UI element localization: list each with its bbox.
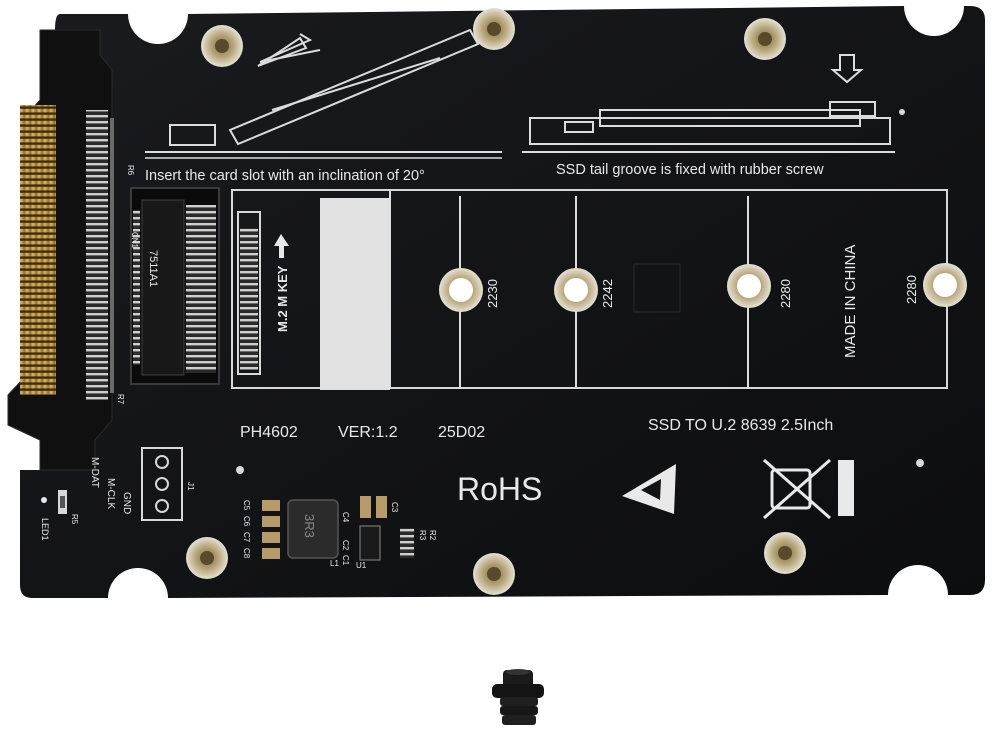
mounting-hole bbox=[764, 532, 806, 574]
cn1-label: CN1 bbox=[130, 232, 139, 249]
mounting-hole bbox=[201, 25, 243, 67]
screw-note: SSD tail groove is fixed with rubber scr… bbox=[556, 162, 824, 178]
mounting-hole bbox=[744, 18, 786, 60]
inductor bbox=[287, 499, 339, 559]
r3-label: R3 bbox=[418, 530, 427, 541]
slot-code: 7511A1 bbox=[147, 250, 159, 287]
c4-label: C4 bbox=[341, 512, 350, 523]
size-label-2230: 2230 bbox=[485, 279, 500, 308]
led bbox=[58, 490, 67, 514]
small-capacitors bbox=[359, 496, 414, 561]
install-diagram bbox=[145, 28, 502, 159]
mounting-hole bbox=[473, 8, 515, 50]
standoff-22110 bbox=[923, 263, 967, 307]
c5-label: C5 bbox=[242, 500, 251, 511]
r5-label: R5 bbox=[70, 514, 79, 525]
c2-label: C2 bbox=[341, 540, 350, 551]
r2-label: R2 bbox=[428, 530, 437, 541]
c7-label: C7 bbox=[242, 532, 251, 543]
version-label: VER:1.2 bbox=[338, 424, 398, 441]
r7-label: R7 bbox=[116, 394, 125, 405]
rohs-logo: RoHS bbox=[457, 471, 542, 507]
mounting-hole bbox=[473, 553, 515, 595]
standoff-2242 bbox=[554, 268, 598, 312]
date-code-label: 25D02 bbox=[438, 424, 485, 441]
c8-label: C8 bbox=[242, 548, 251, 559]
mounting-hole bbox=[186, 537, 228, 579]
standoff-2280 bbox=[727, 264, 771, 308]
led-label: LED1 bbox=[40, 518, 50, 541]
l1-label: L1 bbox=[330, 559, 339, 568]
pcb-board bbox=[20, 6, 985, 598]
jumper-label: J1 bbox=[186, 482, 195, 491]
esd-icon bbox=[622, 464, 676, 514]
size-label-2242: 2242 bbox=[600, 279, 615, 308]
m2-key-graphic bbox=[237, 211, 289, 375]
install-note: Insert the card slot with an inclination… bbox=[145, 168, 425, 184]
m2-key-label: M.2 M KEY bbox=[275, 265, 290, 332]
inductor-code: 3R3 bbox=[302, 514, 317, 538]
size-label-2280b: 2280 bbox=[904, 275, 919, 304]
pin-mdat-label: M-DAT bbox=[89, 457, 100, 488]
rubber-screw bbox=[492, 669, 544, 725]
model-label: PH4602 bbox=[240, 424, 298, 441]
c1-label: C1 bbox=[341, 555, 350, 566]
size-label-2280: 2280 bbox=[778, 279, 793, 308]
m2-slot bbox=[130, 187, 220, 385]
u1-label: U1 bbox=[356, 561, 367, 570]
capacitor-bank bbox=[262, 500, 280, 559]
origin-label: MADE IN CHINA bbox=[842, 245, 859, 358]
jumper-header bbox=[141, 447, 183, 521]
r6-label: R6 bbox=[126, 165, 135, 176]
product-label: SSD TO U.2 8639 2.5Inch bbox=[648, 417, 833, 434]
pin-mclk-label: M-CLK bbox=[105, 478, 116, 509]
screw-diagram bbox=[522, 54, 895, 153]
standoff-2230 bbox=[439, 268, 483, 312]
c3-label: C3 bbox=[390, 502, 399, 513]
c6-label: C6 bbox=[242, 516, 251, 527]
weee-bin-icon bbox=[763, 458, 854, 520]
pin-gnd-label: GND bbox=[121, 492, 132, 514]
u2-connector bbox=[7, 29, 114, 471]
thermal-pad bbox=[320, 198, 390, 390]
